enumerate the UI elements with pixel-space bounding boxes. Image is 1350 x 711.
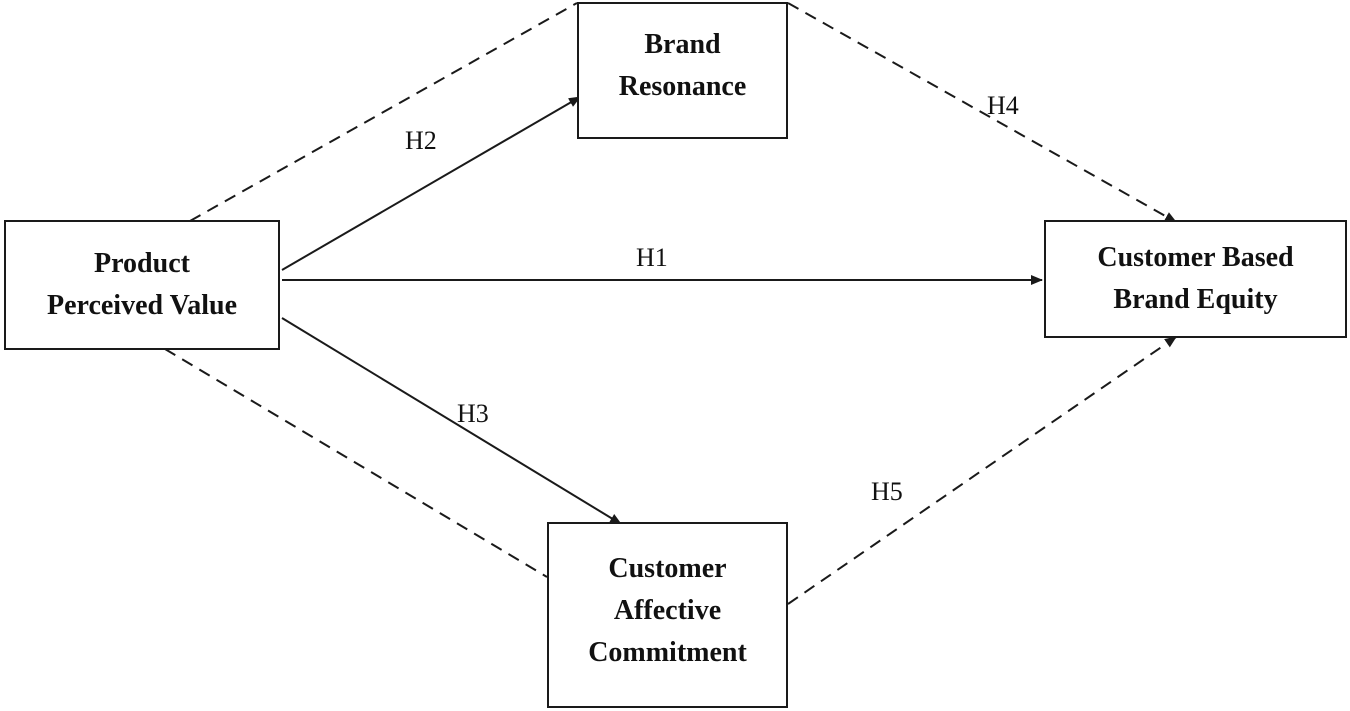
node-product-perceived-value: Product Perceived Value bbox=[4, 220, 280, 350]
hypothesis-label-h1: H1 bbox=[636, 243, 668, 272]
hypothesis-label-h2: H2 bbox=[405, 126, 437, 155]
dashed-arrow-h5 bbox=[787, 336, 1177, 605]
hypothesis-label-h4: H4 bbox=[987, 91, 1019, 120]
node-label-line: Product bbox=[94, 248, 190, 279]
node-label-line: Customer Based bbox=[1097, 242, 1294, 273]
dashed-arrow-h4 bbox=[787, 2, 1177, 223]
node-customer-based-brand-equity: Customer Based Brand Equity bbox=[1044, 220, 1347, 338]
node-label-line: Brand Equity bbox=[1113, 284, 1278, 315]
hypothesis-label-h5: H5 bbox=[871, 477, 903, 506]
arrow-h2 bbox=[281, 96, 581, 271]
node-label-line: Perceived Value bbox=[46, 290, 237, 321]
node-customer-affective-commitment: Customer Affective Commitment bbox=[547, 522, 788, 708]
node-label-line: Customer bbox=[608, 553, 727, 584]
dashed-path-ppv-to-br bbox=[189, 2, 578, 222]
node-label-line: Resonance bbox=[618, 70, 747, 102]
node-label-line: Commitment bbox=[588, 637, 747, 668]
hypothesis-label-h3: H3 bbox=[457, 399, 489, 428]
node-label-line: Brand bbox=[644, 28, 721, 60]
arrow-h3 bbox=[281, 317, 622, 525]
node-brand-resonance: Brand Resonance bbox=[577, 2, 788, 139]
dashed-path-ppv-to-cac bbox=[164, 348, 548, 578]
node-label-line: Affective bbox=[613, 595, 722, 626]
